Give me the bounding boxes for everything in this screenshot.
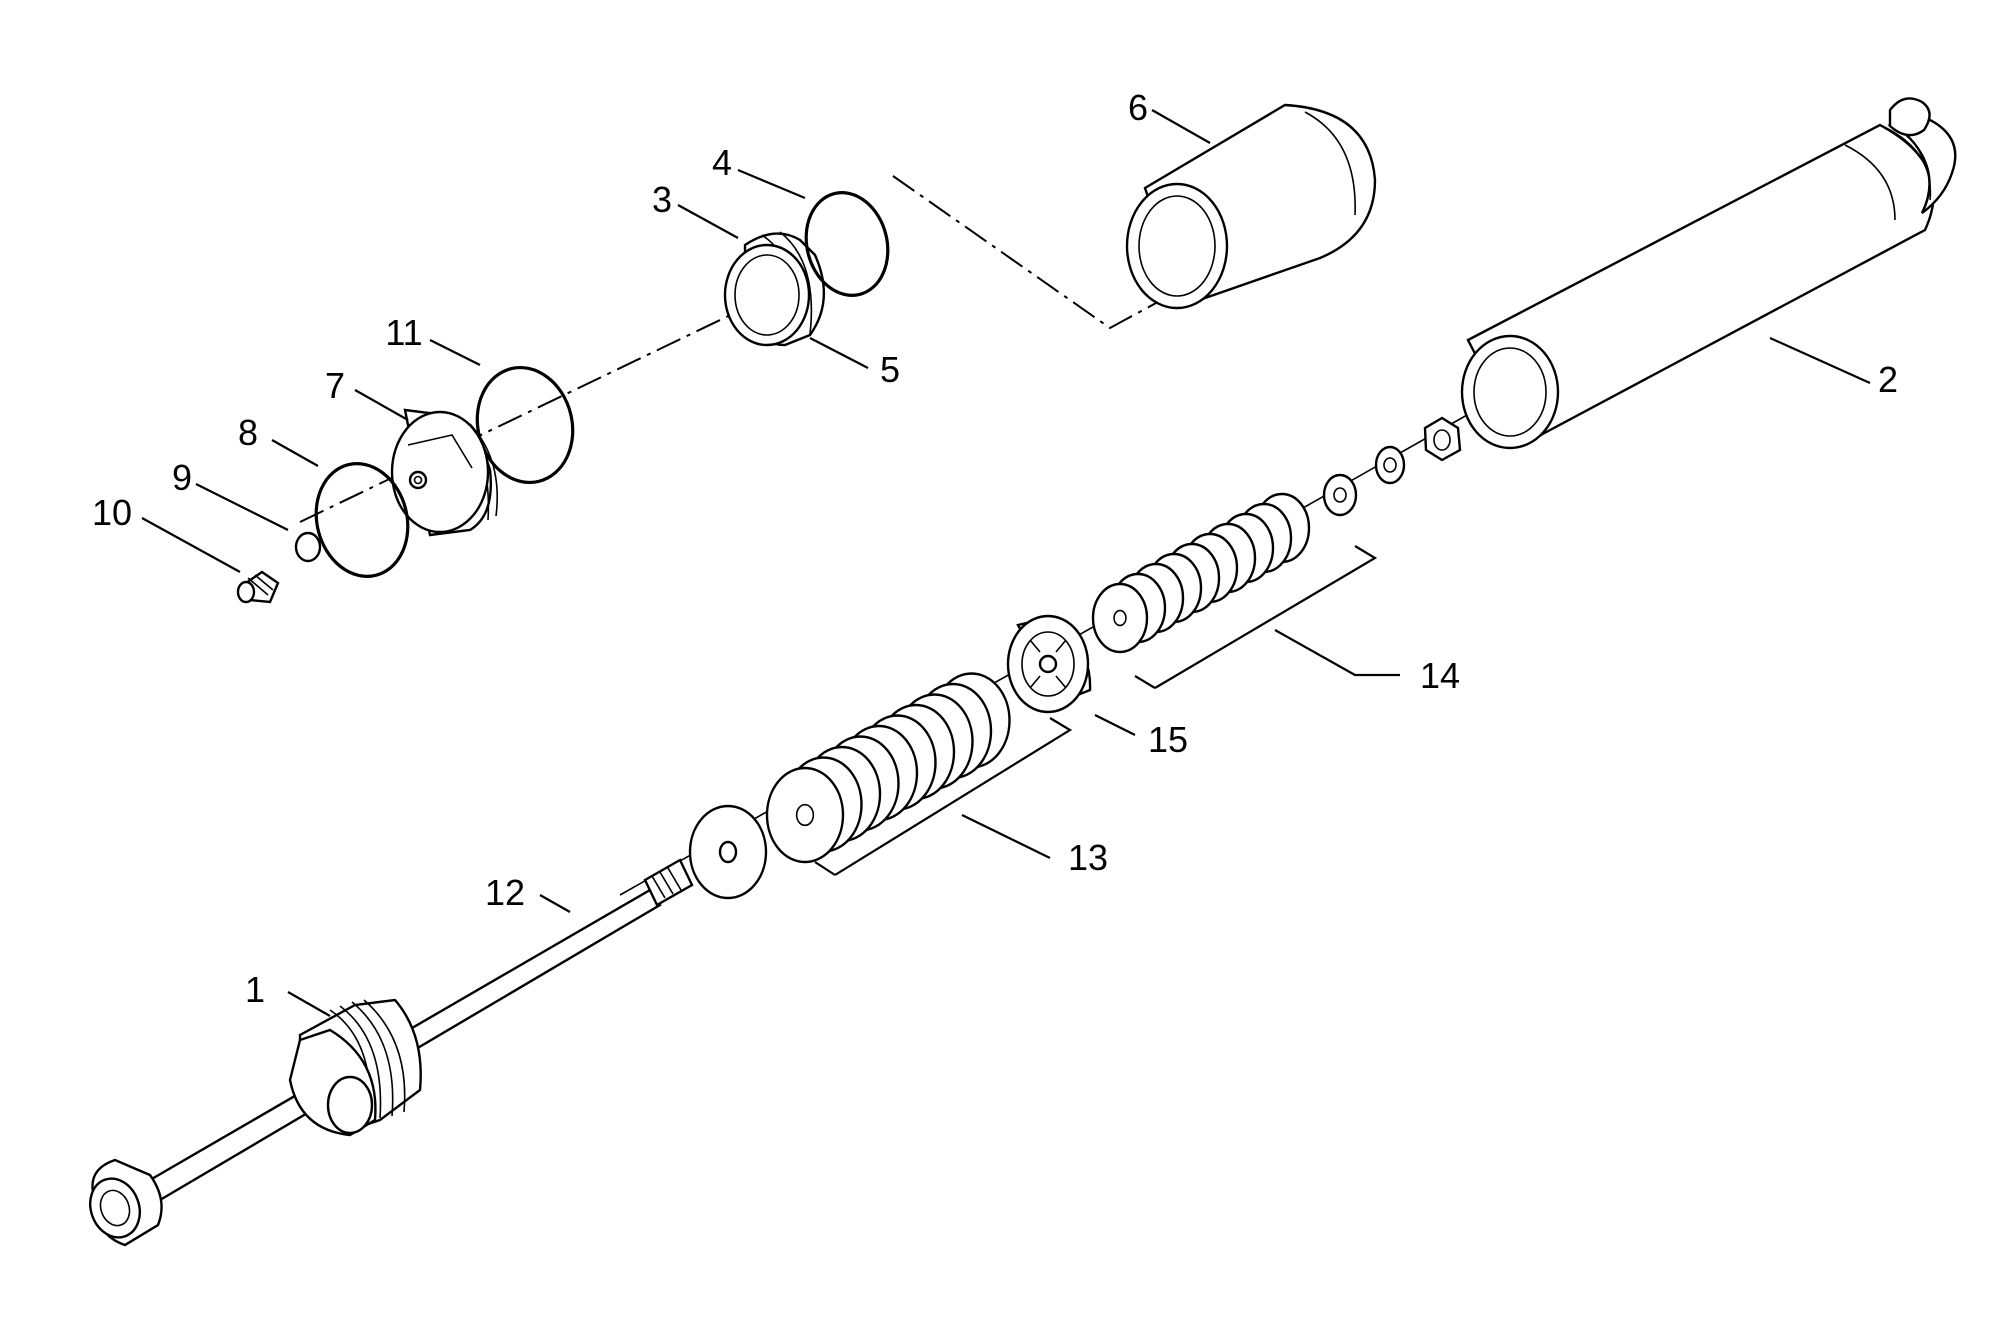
part-6-sleeve (1125, 103, 1377, 310)
part-13-washer-stack (688, 672, 1011, 900)
part-9-ball (294, 531, 322, 563)
lock-washer (1374, 445, 1406, 485)
spring-washer (765, 766, 845, 864)
part-15-piston (1006, 614, 1092, 714)
callout-15: 15 (1148, 719, 1188, 760)
washer-hole (1113, 609, 1127, 627)
leader-lines (141, 109, 1871, 1017)
callout-5: 5 (880, 349, 900, 390)
callout-4: 4 (712, 142, 732, 183)
part-1-gland-nut (288, 998, 422, 1137)
part-4-o-ring (804, 191, 890, 297)
washer-hole (795, 803, 815, 827)
callout-3: 3 (652, 179, 672, 220)
callout-1: 1 (245, 969, 265, 1010)
part-10-grease-nipple (236, 570, 280, 604)
part-2-cylinder-body (1460, 97, 1957, 450)
part-7-end-cap (390, 408, 499, 537)
callout-7: 7 (325, 365, 345, 406)
bracket-13 (814, 717, 1073, 876)
callout-labels: 1 2 3 4 5 6 7 8 9 10 11 12 13 14 15 (92, 87, 1898, 1010)
part-8-o-ring (314, 462, 410, 578)
hex-nut (1423, 416, 1462, 462)
part-14-washer-stack (1091, 492, 1311, 654)
callout-8: 8 (238, 412, 258, 453)
spring-washer (1091, 582, 1149, 654)
part-3-bushing (723, 231, 825, 347)
callout-6: 6 (1128, 87, 1148, 128)
callout-12: 12 (485, 872, 525, 913)
callout-2: 2 (1878, 359, 1898, 400)
bracket-14 (1134, 545, 1378, 689)
callout-13: 13 (1068, 837, 1108, 878)
washer (1322, 473, 1358, 517)
callout-9: 9 (172, 457, 192, 498)
callout-14: 14 (1420, 655, 1460, 696)
callout-10: 10 (92, 492, 132, 533)
callout-11: 11 (385, 312, 422, 353)
